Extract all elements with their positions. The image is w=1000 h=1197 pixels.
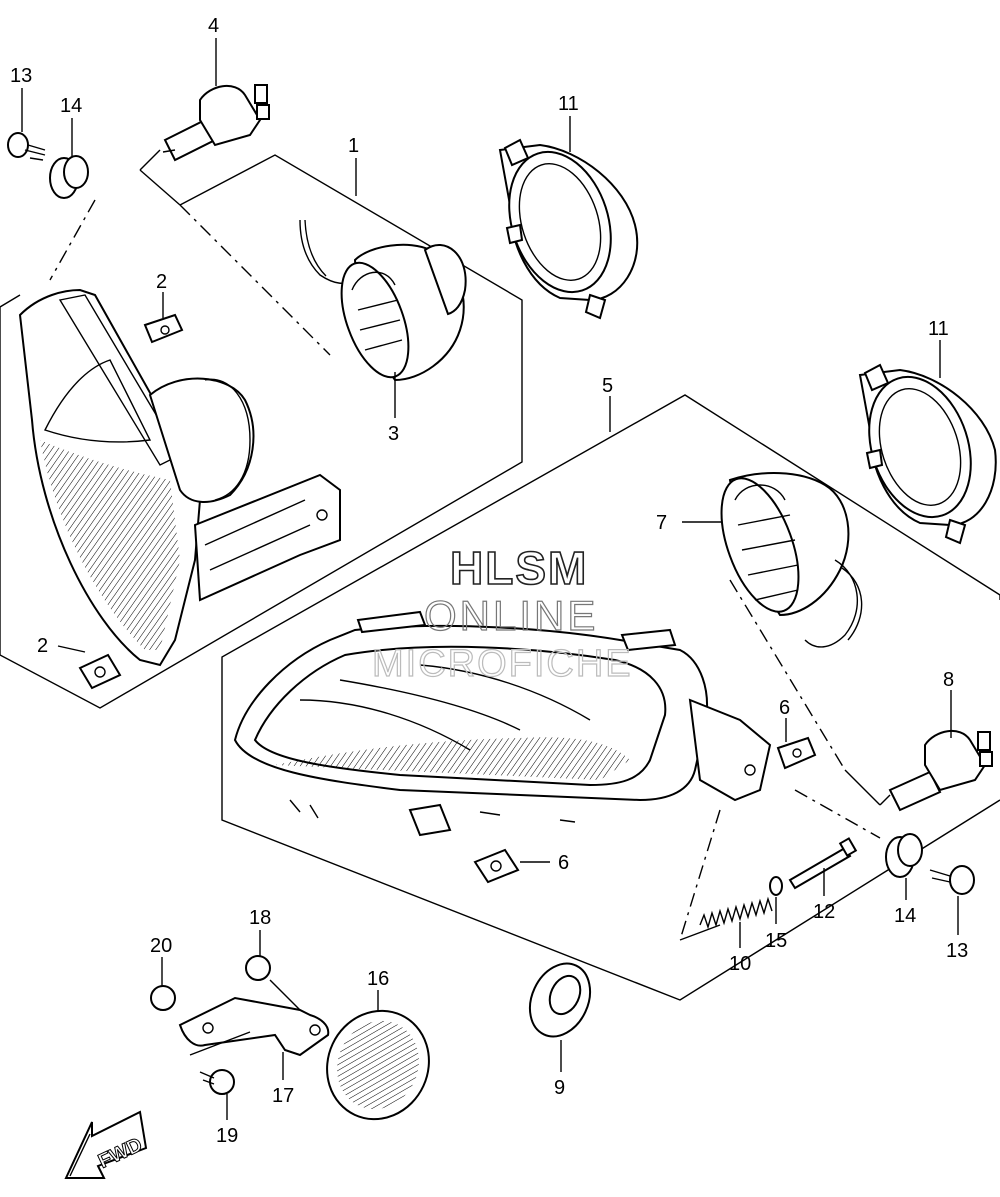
- bulb-socket-3: [299, 219, 467, 382]
- clip-nut-6-lower: [473, 848, 520, 884]
- reflector-16: [326, 1009, 430, 1121]
- callout-7: 7: [656, 512, 667, 534]
- callout-2-lower: 2: [37, 635, 48, 657]
- spring-10: [699, 896, 773, 930]
- clip-nut-2-upper: [143, 313, 184, 344]
- callout-10: 10: [729, 953, 751, 975]
- callout-2-upper: 2: [156, 271, 167, 293]
- headlamp-unit-1: [18, 288, 341, 667]
- nut-18: [245, 955, 271, 981]
- retaining-ring-11-lower: [858, 363, 997, 545]
- callout-1: 1: [348, 135, 359, 157]
- screw-13-lower: [929, 865, 975, 895]
- assembly-box-5-outline: [221, 394, 1000, 1001]
- screw-13-top: [7, 132, 46, 161]
- bracket-17: [178, 979, 330, 1057]
- callout-20: 20: [150, 935, 172, 957]
- callout-9: 9: [554, 1077, 565, 1099]
- callout-18: 18: [249, 907, 271, 929]
- callout-6-lower: 6: [558, 852, 569, 874]
- grommet-14-lower: [885, 833, 923, 878]
- callout-11-lower: 11: [928, 318, 949, 340]
- callout-8: 8: [943, 669, 954, 691]
- washer-15: [769, 876, 783, 896]
- bulb-socket-7: [720, 472, 863, 648]
- fwd-arrow-icon: [64, 1110, 148, 1179]
- callout-14-upper: 14: [60, 95, 82, 117]
- nut-20: [150, 985, 176, 1011]
- headlamp-bulb-4: [162, 84, 270, 162]
- callouts-group: 1 2 2 3 4 5 6 6 7 8 9 10 11 11 12 13 13 …: [10, 15, 968, 1147]
- clip-nut-6-upper: [776, 736, 817, 770]
- callout-11-upper: 11: [558, 93, 579, 115]
- callout-16: 16: [367, 968, 389, 990]
- screw-19: [199, 1069, 235, 1095]
- callout-4: 4: [208, 15, 219, 37]
- retaining-ring-11-upper: [498, 138, 639, 320]
- watermark-line3: MICROFICHE: [372, 643, 633, 685]
- callout-6-upper: 6: [779, 697, 790, 719]
- callout-15: 15: [765, 930, 787, 952]
- fwd-arrow: FWD: [64, 1110, 148, 1179]
- watermark: HLSM ONLINE MICROFICHE: [371, 541, 633, 685]
- callout-5: 5: [602, 375, 613, 397]
- clip-nut-2-lower: [78, 653, 122, 690]
- callout-3: 3: [388, 423, 399, 445]
- callout-14-lower: 14: [894, 905, 916, 927]
- callout-13-upper: 13: [10, 65, 32, 87]
- headlamp-unit-5: [233, 610, 772, 837]
- callout-12: 12: [813, 901, 835, 923]
- headlamp-assembly-5-group: [221, 394, 1000, 1001]
- headlamp-bulb-8: [888, 730, 993, 812]
- assembly-box-1-outline: [0, 154, 523, 709]
- adjust-bolt-12: [788, 837, 858, 890]
- callout-17: 17: [272, 1085, 294, 1107]
- watermark-line2: ONLINE: [424, 592, 598, 639]
- callout-13-lower: 13: [946, 940, 968, 962]
- watermark-line1: HLSM: [450, 542, 588, 594]
- callout-19: 19: [216, 1125, 238, 1147]
- headlamp-assembly-1-group: [0, 84, 523, 709]
- grommet-14-top: [49, 155, 89, 199]
- gasket-9: [528, 962, 592, 1038]
